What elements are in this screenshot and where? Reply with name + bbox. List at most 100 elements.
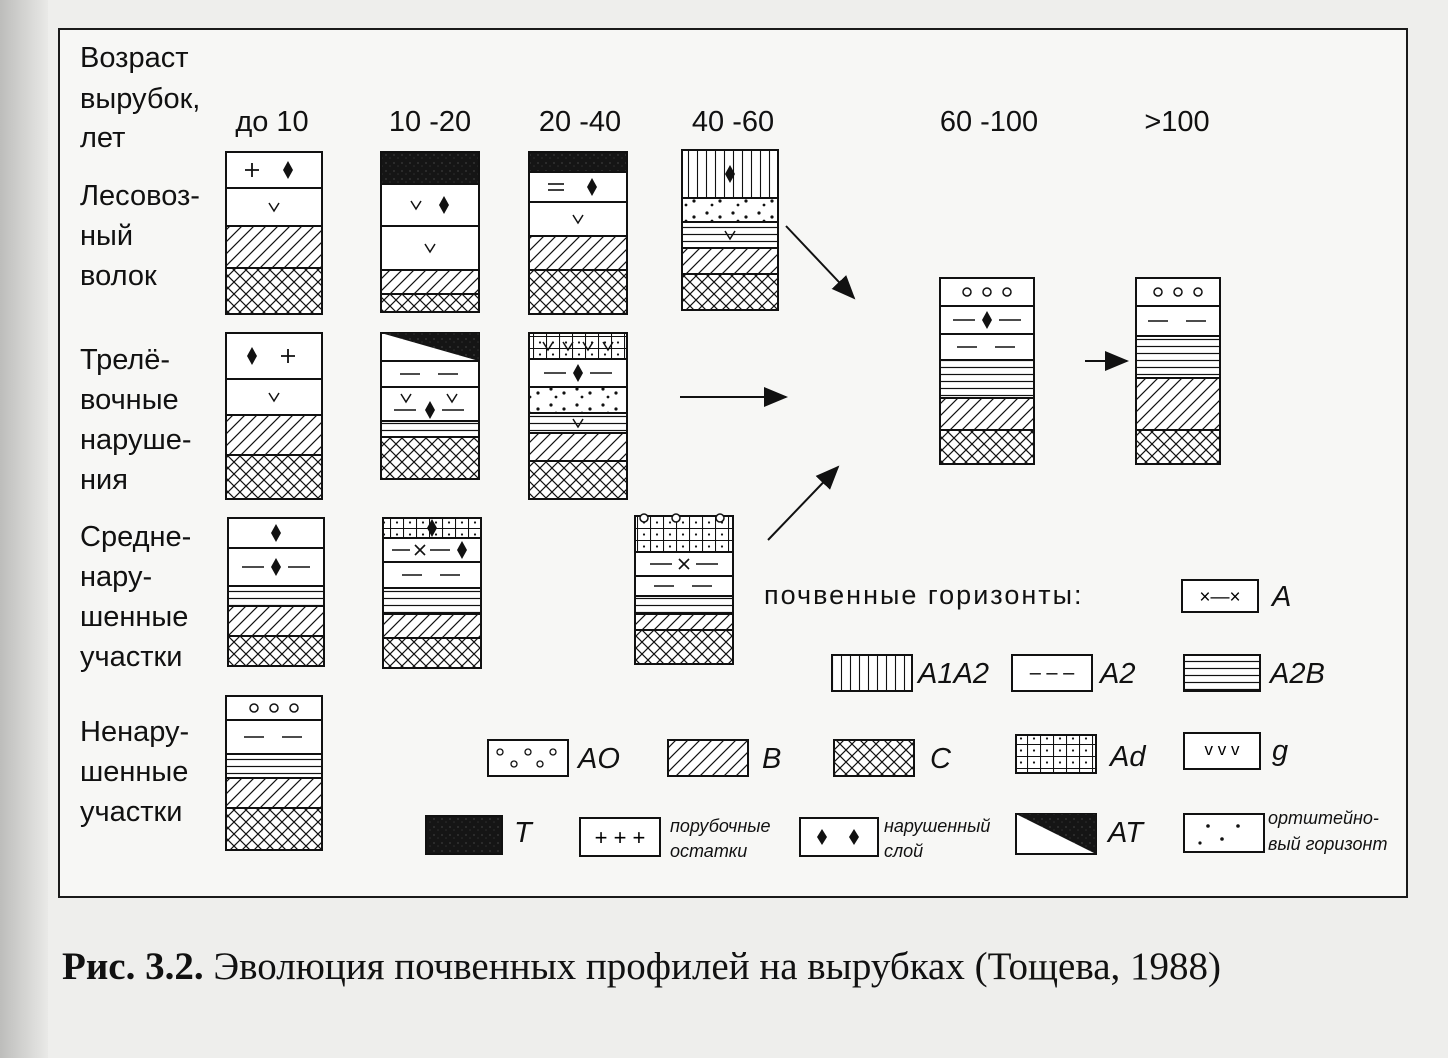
AO-symbol — [639, 513, 649, 523]
horizon-plain — [528, 201, 628, 237]
gley-symbol — [582, 341, 594, 352]
horizon-B — [528, 432, 628, 462]
horizon-C — [225, 267, 323, 315]
legend-title: почвенные горизонты: — [764, 580, 1084, 610]
svg-text:A1A2: A1A2 — [916, 658, 989, 690]
AO-symbol — [1193, 287, 1203, 297]
AO-symbol — [1002, 287, 1012, 297]
horizon-A2B — [634, 595, 734, 615]
gley-symbol — [446, 393, 458, 404]
gley-symbol — [410, 200, 422, 211]
horizon-A2B — [227, 585, 325, 607]
svg-text:Возраст: Возраст — [80, 42, 188, 74]
disturbed-symbol — [457, 541, 467, 559]
residues-symbol — [245, 163, 259, 177]
profile-logging-road-100plus — [1135, 277, 1221, 465]
AO-symbol — [671, 513, 681, 523]
horizon-B — [1135, 377, 1221, 431]
row-label-logging-road: Лесовоз- ный волок — [80, 180, 200, 292]
horizon-C — [939, 429, 1035, 465]
age-header-60-100: 60 -100 — [940, 106, 1038, 138]
svg-text:g: g — [1272, 735, 1288, 767]
horizon-T — [380, 151, 480, 185]
row-label-skidding: Трелё- вочные наруше- ния — [80, 344, 192, 496]
svg-text:A2: A2 — [1098, 658, 1135, 690]
gley-symbol — [268, 392, 280, 403]
disturbed-symbol — [982, 311, 992, 329]
disturbed-symbol — [427, 519, 437, 537]
horizon-plain — [380, 225, 480, 271]
horizon-A2B — [939, 359, 1035, 399]
legend-item-g: v v v g — [1183, 732, 1288, 770]
horizon-B — [681, 247, 779, 275]
svg-text:шенные: шенные — [80, 601, 188, 633]
svg-text:вый горизонт: вый горизонт — [1268, 834, 1387, 854]
svg-text:вочные: вочные — [80, 384, 179, 416]
AO-symbol — [249, 703, 259, 713]
horizon-C — [681, 273, 779, 311]
horizon-C — [1135, 429, 1221, 465]
AO-symbol — [1153, 287, 1163, 297]
horizon-C — [528, 460, 628, 500]
arrow-medium-disturbed — [767, 465, 840, 541]
svg-text:Трелё-: Трелё- — [80, 344, 170, 376]
AO-symbol — [1173, 287, 1183, 297]
profile-skidding-0-10 — [225, 332, 323, 500]
svg-text:ния: ния — [80, 464, 128, 496]
legend-item-B: B — [667, 739, 781, 777]
horizon-AT-fill — [381, 333, 479, 361]
legend-item-A2B: A2B — [1183, 654, 1325, 692]
gley-symbol — [268, 202, 280, 213]
disturbed-symbol — [271, 558, 281, 576]
disturbed-symbol — [247, 347, 257, 365]
profile-undisturbed — [225, 695, 323, 851]
horizon-plain — [225, 719, 323, 755]
svg-text:T: T — [514, 817, 534, 849]
horizon-plain — [382, 561, 482, 589]
legend-item-T: T — [425, 815, 534, 855]
svg-text:Ad: Ad — [1108, 741, 1146, 773]
row-label-undisturbed: Ненару- шенные участки — [80, 716, 189, 828]
AO-symbol — [982, 287, 992, 297]
svg-text:слой: слой — [884, 841, 923, 861]
svg-text:порубочные: порубочные — [670, 816, 771, 836]
age-header-10-20: 10 -20 — [389, 106, 471, 138]
svg-text:v v v: v v v — [1205, 740, 1240, 759]
svg-text:AO: AO — [576, 743, 620, 775]
scan-edge-shadow — [0, 0, 48, 1058]
profile-logging-road-60-100 — [939, 277, 1035, 465]
horizon-C — [225, 807, 323, 851]
soil-profiles — [225, 149, 1221, 851]
profile-medium-0-10 — [227, 517, 325, 667]
horizon-plain — [225, 187, 323, 227]
caption-text: Эволюция почвенных профилей на вырубках … — [203, 945, 1222, 988]
legend-item-disturbed-layer: нарушенный слой — [799, 816, 990, 861]
profile-logging-road-20-40 — [528, 151, 628, 315]
disturbed-symbol — [725, 165, 735, 183]
AO-symbol — [715, 513, 725, 523]
A-symbol — [678, 558, 690, 570]
arrow-logging-road — [785, 225, 856, 300]
gley-symbol — [424, 243, 436, 254]
svg-text:A2B: A2B — [1268, 658, 1325, 690]
horizon-C — [380, 293, 480, 313]
AO-symbol — [289, 703, 299, 713]
horizon-plain — [939, 277, 1035, 307]
svg-text:участки: участки — [80, 641, 182, 673]
svg-text:волок: волок — [80, 260, 157, 292]
profile-logging-road-40-60 — [681, 149, 779, 311]
svg-text:– – –: – – – — [1030, 662, 1075, 684]
svg-text:вырубок,: вырубок, — [80, 83, 200, 115]
horizon-B — [227, 605, 325, 637]
horizon-B — [528, 235, 628, 271]
legend-item-AO: AO — [487, 739, 620, 777]
legend-item-Ad: Ad — [1015, 734, 1146, 774]
horizon-plain — [225, 332, 323, 380]
svg-text:лет: лет — [80, 122, 125, 154]
horizon-C — [528, 269, 628, 315]
A-symbol — [414, 544, 426, 556]
svg-text:ный: ный — [80, 220, 133, 252]
svg-text:остатки: остатки — [670, 841, 747, 861]
svg-text:наруше-: наруше- — [80, 424, 192, 456]
AO-symbol — [269, 703, 279, 713]
